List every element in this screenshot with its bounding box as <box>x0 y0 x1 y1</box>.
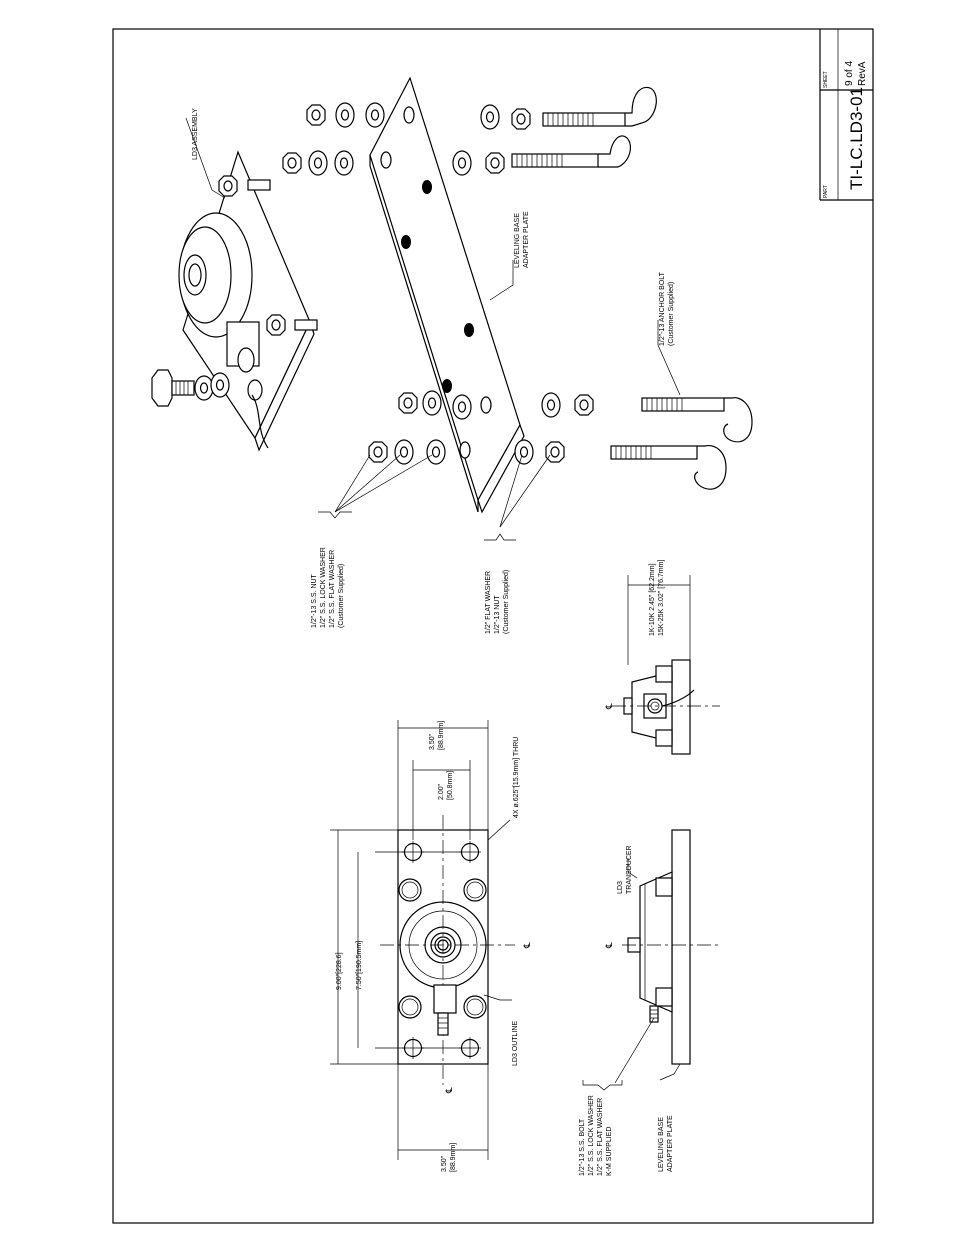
plan-centerline-markers: ℄ ℄ <box>444 942 532 1094</box>
plan-view: 9.00"[228.6] 7.50"[190.5mm] 3.50" [88.9m… <box>330 720 520 1172</box>
bolt-set-label-4: K-M SUPPLIED <box>606 1127 613 1176</box>
anchor-bolt-label-2: (Customer Supplied) <box>668 282 675 346</box>
bolt-set-label-2: 1/2" S.S. LOCK WASHER <box>588 1095 595 1176</box>
side-plate <box>671 829 691 1065</box>
anchor-bolts-bottom <box>610 397 753 490</box>
hole-spacing-width-dim-2: [50.8mm] <box>447 771 454 800</box>
sheet-label: SHEET <box>823 71 829 88</box>
width-right-dim-2: [88.9mm] <box>438 721 445 750</box>
part-label: PART <box>823 185 829 198</box>
nut-set-label-1: 1/2"-13 S.S. NUT <box>311 573 318 628</box>
end-height-row-1: 1K-10K 2.45" [62.2mm] <box>649 563 656 636</box>
nut-set-label-3: 1/2" S.S. FLAT WASHER <box>329 550 336 628</box>
flat-washer-label-2: 1/2"-13 NUT <box>494 595 501 634</box>
overall-length-dim: 9.00"[228.6] <box>336 952 343 990</box>
flat-washer-label-3: (Customer Supplied) <box>503 570 510 634</box>
bolt-set-label-1: 1/2"-13 S.S. BOLT <box>579 1118 586 1176</box>
svg-text:℄: ℄ <box>604 942 614 949</box>
end-plate <box>671 659 691 755</box>
anchor-bolts-top <box>511 86 657 168</box>
svg-text:℄: ℄ <box>522 942 532 949</box>
svg-text:℄: ℄ <box>444 1087 454 1094</box>
exploded-leaders <box>185 117 681 541</box>
revision: RevA <box>857 61 868 86</box>
ld3-assembly-3d <box>151 150 318 452</box>
hole-spacing-length-dim: 7.50"[190.5mm] <box>356 941 363 990</box>
title-block: PART TI-LC.LD3-01 SHEET 9 of 4 RevA <box>819 29 873 201</box>
exploded-view: LD3 ASSEMBLY LEVELING BASE ADAPTER PLATE… <box>151 76 753 634</box>
ld3-assembly-label: LD3 ASSEMBLY <box>192 108 199 160</box>
nut-set-label-2: 1/2" S.S. LOCK WASHER <box>320 547 327 628</box>
ld3-outline-label: LD3 OUTLINE <box>512 1021 519 1066</box>
anchor-bolt-label-1: 1/2"-13 ANCHOR BOLT <box>659 271 666 346</box>
width-left-dim-2: [88.9mm] <box>450 1143 457 1172</box>
leveling-plate-3d <box>369 76 525 514</box>
plan-plate-outline <box>397 829 489 1065</box>
svg-text:℄: ℄ <box>604 703 614 710</box>
hole-spacing-width-dim-1: 2.00" <box>438 783 445 800</box>
sheet-border <box>112 28 874 1224</box>
bolt-set-label-3: 1/2" S.S. FLAT WASHER <box>597 1098 604 1176</box>
flat-washer-label-1: 1/2" FLAT WASHER <box>485 571 492 634</box>
leveling-plate-label-1: LEVELING BASE <box>514 213 521 268</box>
side-view: ℄ LD3 TRANSDUCER 1/2"-13 S.S. BOLT 1/2" … <box>579 829 720 1176</box>
transducer-label-2: TRANSDUCER <box>626 845 633 894</box>
end-height-row-2: 15K-25K 3.02" [76.7mm] <box>658 560 665 636</box>
width-left-dim-1: 3.50" <box>441 1155 448 1172</box>
side-plate-label-2: ADAPTER PLATE <box>667 1115 674 1172</box>
sheet-value: 9 of 4 <box>844 61 855 86</box>
nut-set-label-4: (Customer Supplied) <box>338 564 345 628</box>
side-plate-label-1: LEVELING BASE <box>658 1117 665 1172</box>
end-view: ℄ 1K-10K 2.45" [62.2mm] 15K-25K 3.02" [7… <box>604 560 720 755</box>
holes-note: 4X ø.625"[15.9mm] THRU <box>513 737 520 818</box>
width-right-dim-1: 3.50" <box>429 733 436 750</box>
leveling-plate-label-2: ADAPTER PLATE <box>523 211 530 268</box>
part-number: TI-LC.LD3-01 <box>847 87 866 190</box>
transducer-label-1: LD3 <box>617 881 624 894</box>
